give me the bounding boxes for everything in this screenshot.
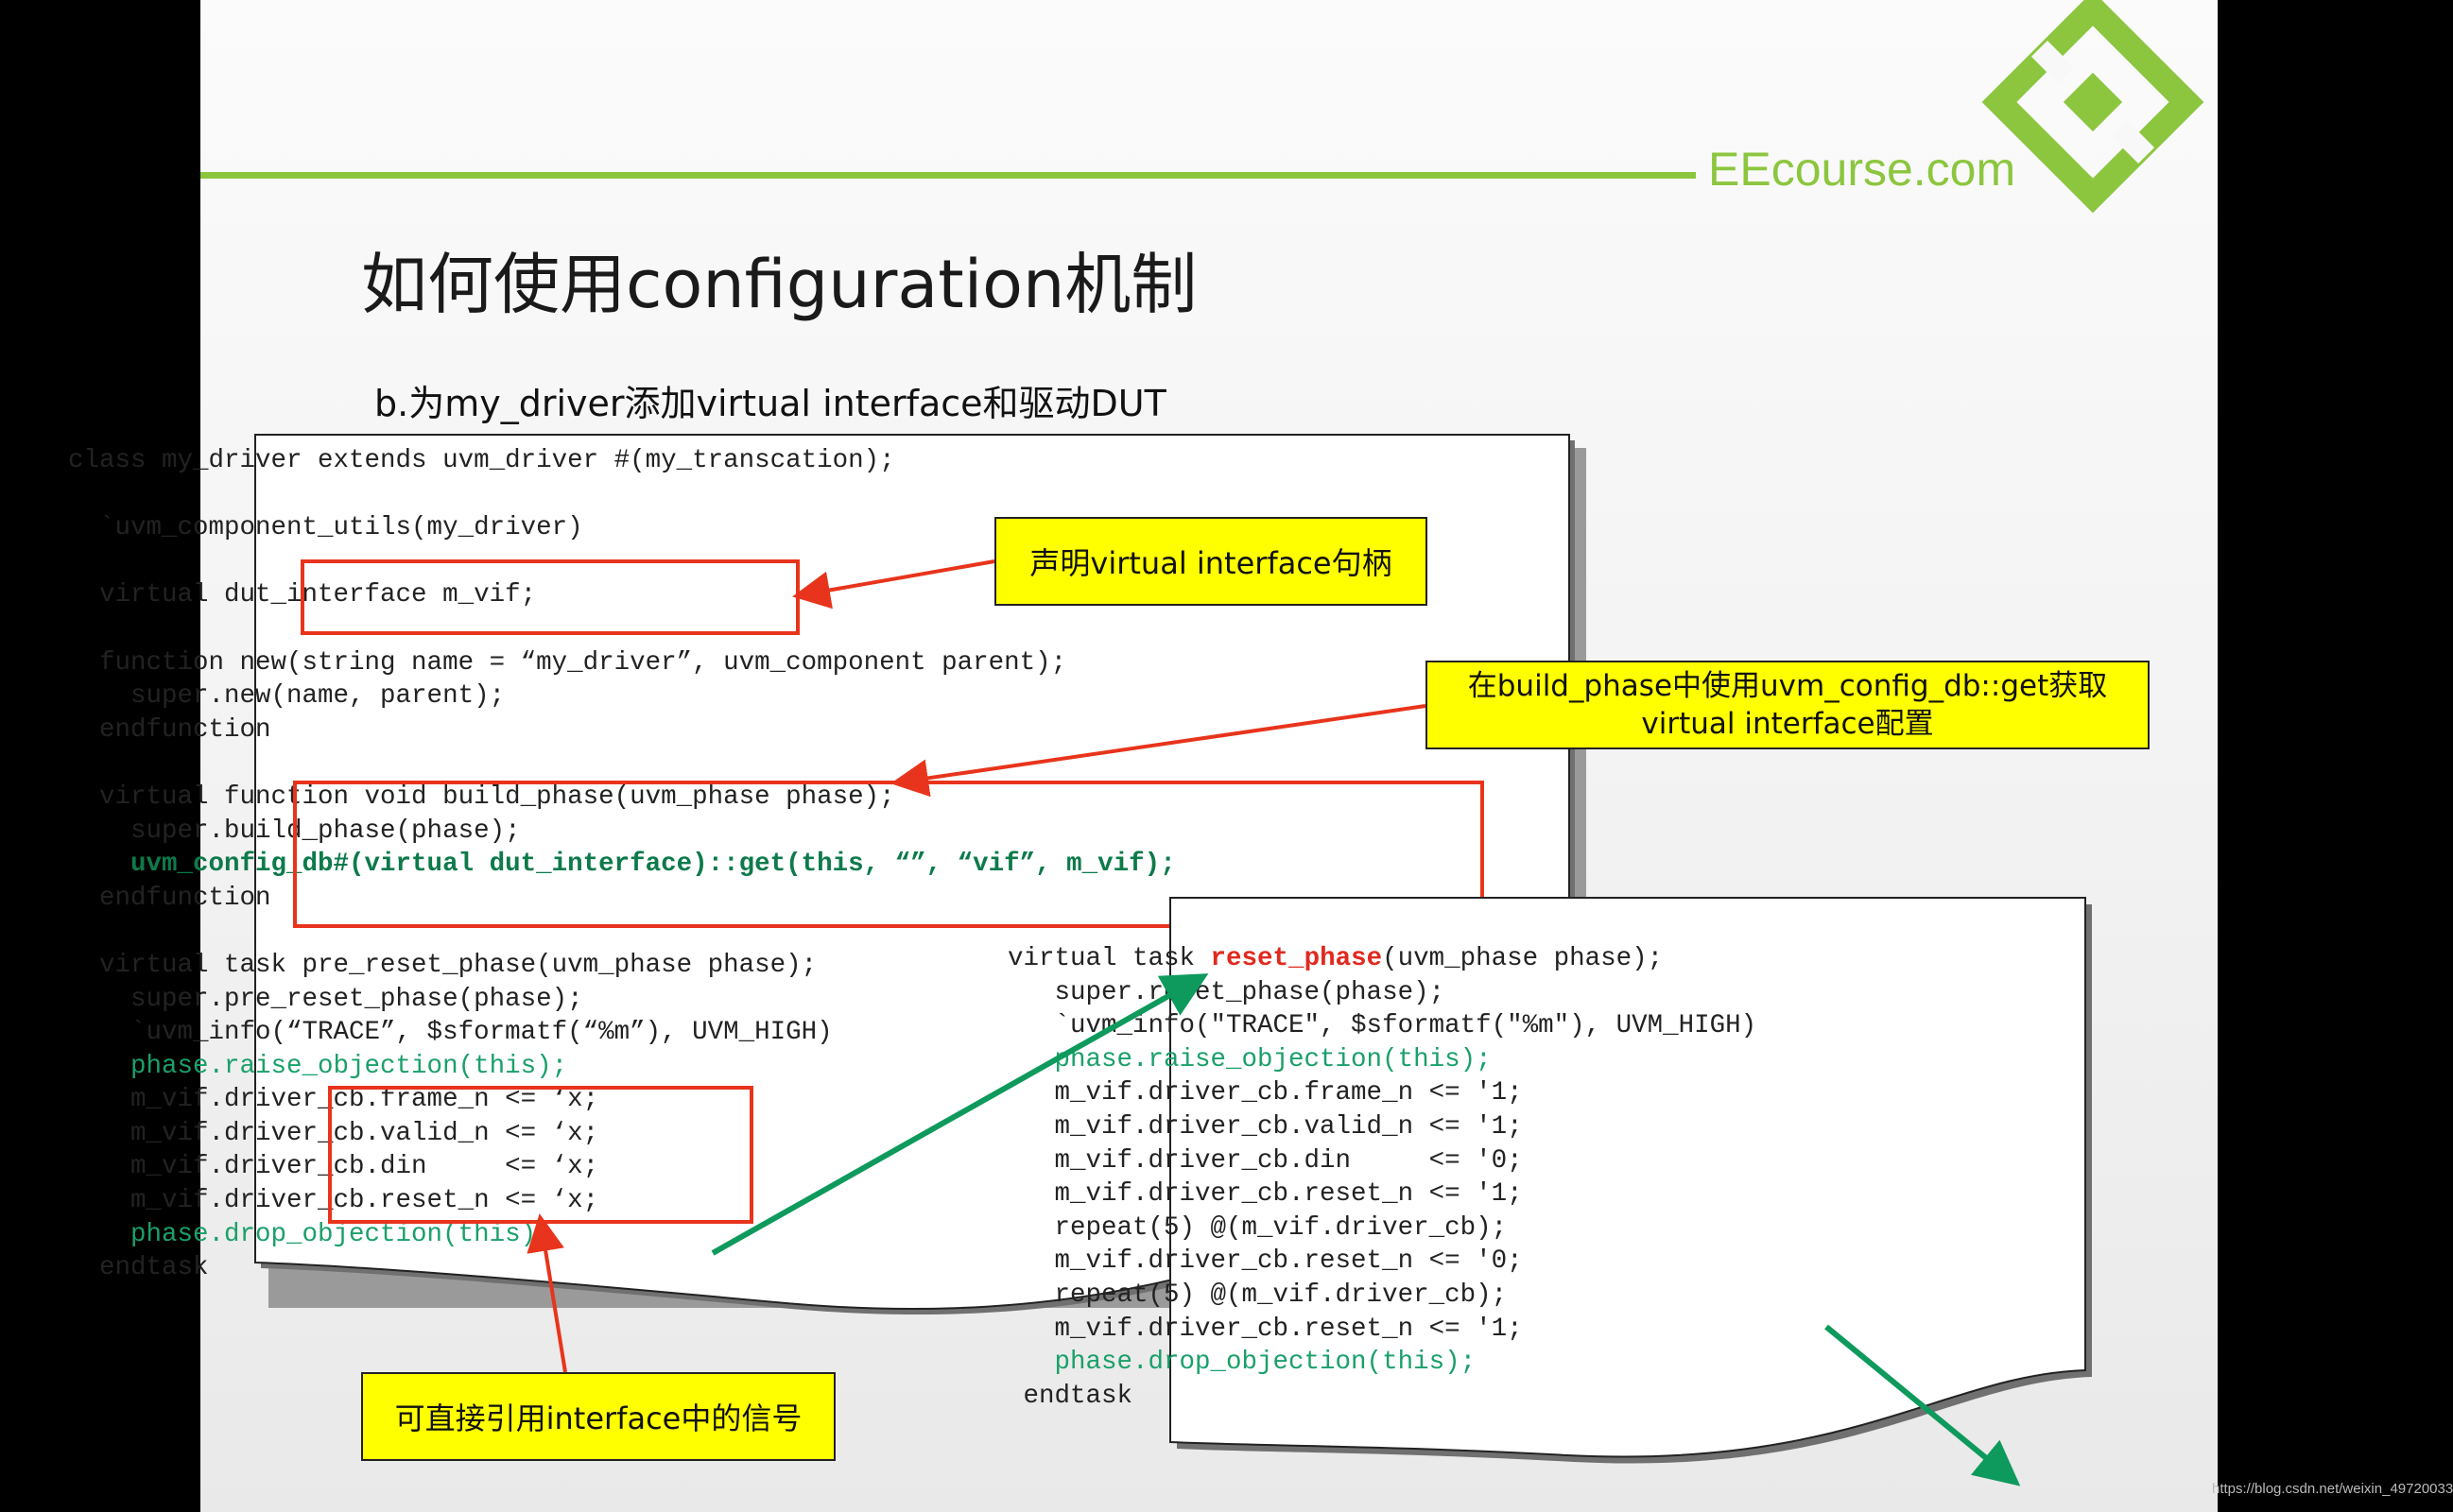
highlight-box-build-phase bbox=[293, 781, 1484, 928]
code-line: `uvm_info(“TRACE”, $sformatf(“%m”), UVM_… bbox=[68, 1018, 833, 1048]
code-line-raise-objection: phase.raise_objection(this); bbox=[68, 1051, 568, 1081]
code-line-drop-objection: phase.drop_objection(this); bbox=[68, 1219, 552, 1249]
code-line: m_vif.driver_cb.valid_n <= ‘x; bbox=[68, 1118, 599, 1148]
code-block-left: class my_driver extends uvm_driver #(my_… bbox=[68, 444, 1176, 1285]
code-line: m_vif.driver_cb.reset_n <= '0; bbox=[1008, 1246, 1523, 1277]
watermark: https://blog.csdn.net/weixin_49720033 bbox=[2212, 1481, 2453, 1497]
arrow-get-config bbox=[890, 704, 1426, 798]
code-line: repeat(5) @(m_vif.driver_cb); bbox=[1008, 1280, 1508, 1310]
slide-subtitle: b.为my_driver添加virtual interface和驱动DUT bbox=[374, 383, 1166, 424]
code-line: class my_driver extends uvm_driver #(my_… bbox=[68, 446, 895, 475]
code-line-raise-objection: phase.raise_objection(this); bbox=[1008, 1044, 1492, 1074]
code-line: virtual dut_interface m_vif; bbox=[68, 580, 537, 610]
callout-reference-signals: 可直接引用interface中的信号 bbox=[361, 1372, 836, 1461]
code-line: repeat(5) @(m_vif.driver_cb); bbox=[1008, 1212, 1508, 1243]
code-line: super.pre_reset_phase(phase); bbox=[68, 984, 583, 1014]
code-task-prefix: virtual task bbox=[1008, 944, 1211, 973]
code-line: super.new(name, parent); bbox=[68, 681, 506, 712]
callout-reference-signals-text: 可直接引用interface中的信号 bbox=[394, 1400, 803, 1436]
callout-get-config-line1: 在build_phase中使用uvm_config_db::get获取 bbox=[1467, 669, 2108, 703]
callout-get-config-line2: virtual interface配置 bbox=[1641, 707, 1934, 741]
code-task-suffix: (uvm_phase phase); bbox=[1382, 944, 1664, 973]
code-line: m_vif.driver_cb.din <= ‘x; bbox=[68, 1152, 599, 1182]
arrow-reference-signals bbox=[527, 1213, 567, 1373]
code-line: `uvm_info("TRACE", $sformatf("%m"), UVM_… bbox=[1008, 1011, 1757, 1041]
code-line: endfunction bbox=[68, 714, 271, 745]
code-line: `uvm_component_utils(my_driver) bbox=[68, 513, 583, 543]
code-line: m_vif.driver_cb.reset_n <= '1; bbox=[1008, 1314, 1523, 1344]
code-line: endtask bbox=[1008, 1381, 1133, 1411]
header-rule bbox=[200, 172, 1696, 179]
code-line: virtual task pre_reset_phase(uvm_phase p… bbox=[68, 950, 818, 980]
eecourse-logo-icon bbox=[1981, 0, 2204, 214]
brand-name: EEcourse.com bbox=[1708, 143, 2016, 196]
code-line: m_vif.driver_cb.valid_n <= '1; bbox=[1008, 1111, 1523, 1142]
slide-title: 如何使用configuration机制 bbox=[361, 246, 1198, 323]
callout-get-config: 在build_phase中使用uvm_config_db::get获取 virt… bbox=[1425, 661, 2150, 749]
callout-declare-handle-text: 声明virtual interface句柄 bbox=[1029, 545, 1392, 581]
code-line: m_vif.driver_cb.din <= '0; bbox=[1008, 1145, 1523, 1176]
arrow-declare-handle bbox=[792, 559, 995, 610]
paper-right-shape bbox=[1169, 897, 2092, 1464]
code-line: endfunction bbox=[68, 883, 271, 913]
arrow-to-reset-phase bbox=[711, 973, 1209, 1256]
code-line: endtask bbox=[68, 1253, 209, 1283]
arrow-continue bbox=[1824, 1324, 2021, 1486]
code-line: function new(string name = “my_driver”, … bbox=[68, 647, 1067, 678]
code-line-task-header: virtual task reset_phase(uvm_phase phase… bbox=[1008, 942, 1756, 976]
code-line: super.build_phase(phase); bbox=[68, 816, 521, 846]
code-page-right bbox=[1169, 897, 2201, 1474]
code-line: m_vif.driver_cb.reset_n <= '1; bbox=[1008, 1179, 1523, 1210]
code-task-keyword: reset_phase bbox=[1210, 944, 1383, 973]
code-line: virtual function void build_phase(uvm_ph… bbox=[68, 782, 895, 812]
code-line: super.reset_phase(phase); bbox=[1008, 977, 1445, 1007]
code-line-drop-objection: phase.drop_objection(this); bbox=[1008, 1348, 1477, 1378]
code-line-config-get: uvm_config_db#(virtual dut_interface)::g… bbox=[68, 850, 1176, 880]
code-block-right: virtual task reset_phase(uvm_phase phase… bbox=[1008, 942, 1756, 1413]
code-line: m_vif.driver_cb.reset_n <= ‘x; bbox=[68, 1186, 599, 1216]
callout-declare-handle: 声明virtual interface句柄 bbox=[994, 517, 1427, 606]
code-line: m_vif.driver_cb.frame_n <= ‘x; bbox=[68, 1085, 599, 1115]
code-line: m_vif.driver_cb.frame_n <= '1; bbox=[1008, 1078, 1523, 1108]
